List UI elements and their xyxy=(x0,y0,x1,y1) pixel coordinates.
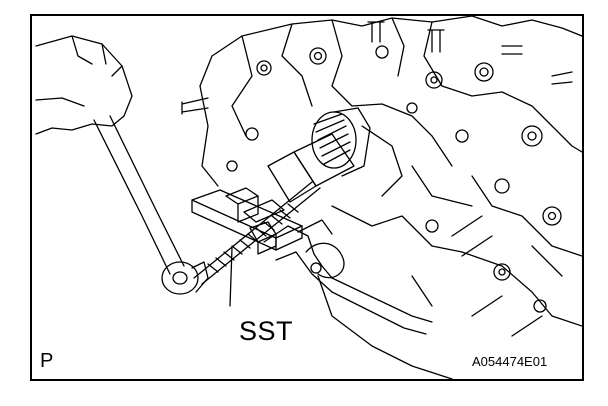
adjustable-wrench xyxy=(263,219,433,335)
engine-block xyxy=(181,16,582,379)
sst-puller xyxy=(191,133,355,285)
engine-tool-illustration xyxy=(35,16,582,379)
splined-shaft xyxy=(311,107,371,177)
illustration-frame: SST P A054474E01 xyxy=(30,14,584,381)
sst-leader-line xyxy=(229,247,233,307)
ratchet-handle xyxy=(35,35,209,295)
figure-code: A054474E01 xyxy=(472,354,548,369)
sst-label: SST xyxy=(239,316,294,346)
corner-letter: P xyxy=(40,350,54,372)
